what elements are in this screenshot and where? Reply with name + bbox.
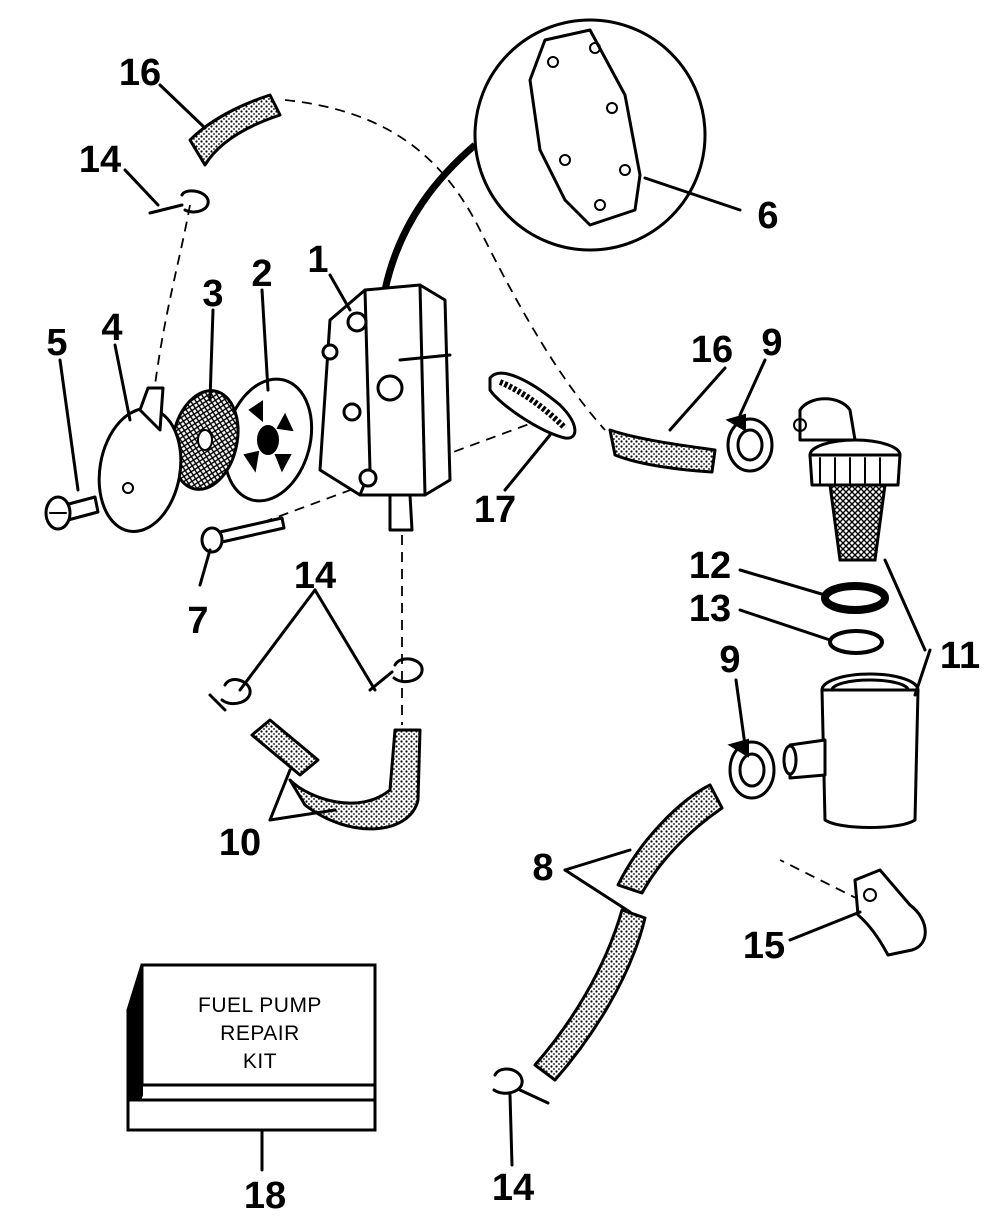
filter-screen <box>170 389 240 491</box>
callout-14-middle: 14 <box>294 555 336 597</box>
fuel-filter-assembly <box>793 397 902 562</box>
callout-9-upper: 9 <box>761 322 782 364</box>
hose-elbow <box>288 728 422 831</box>
callout-14-bottom: 14 <box>492 1167 534 1209</box>
callout-3: 3 <box>202 273 223 315</box>
callout-11: 11 <box>940 635 980 677</box>
seal-ring-12 <box>821 582 889 614</box>
callout-18: 18 <box>244 1175 286 1217</box>
pump-gasket <box>488 371 577 440</box>
filter-bowl <box>782 672 920 829</box>
pump-cover <box>97 386 183 533</box>
hose-straight-short <box>250 718 320 777</box>
leader-lines <box>58 83 932 1172</box>
clip-upper-left <box>148 189 210 215</box>
callout-14-upper: 14 <box>79 139 121 181</box>
callout-16-right: 16 <box>691 329 733 371</box>
o-ring-13 <box>828 629 884 655</box>
callout-5: 5 <box>46 322 67 364</box>
callout-9-lower: 9 <box>719 639 740 681</box>
callout-12: 12 <box>689 545 731 587</box>
kit-label-line-2: REPAIR <box>220 1022 300 1045</box>
callout-2: 2 <box>251 253 272 295</box>
repair-kit-box: FUEL PUMP REPAIR KIT <box>126 963 377 1132</box>
hose-lower-upper <box>616 783 724 895</box>
fuel-pump-body <box>318 283 452 532</box>
callout-10: 10 <box>219 822 261 864</box>
callout-8: 8 <box>532 847 553 889</box>
clip-bottom <box>492 1067 550 1105</box>
clip-middle-b <box>368 657 424 692</box>
hose-right <box>608 428 717 474</box>
callout-1: 1 <box>307 239 328 281</box>
mounting-bolt <box>200 516 286 554</box>
mounting-bracket <box>853 868 927 957</box>
callout-6: 6 <box>757 195 778 237</box>
callout-numbers: 16 14 6 1 2 3 4 5 16 9 17 7 12 13 11 14 … <box>46 52 980 1217</box>
cover-screw <box>44 495 100 531</box>
clamp-upper <box>725 413 774 473</box>
kit-label-line-3: KIT <box>243 1050 277 1073</box>
callout-7: 7 <box>187 600 208 642</box>
callout-4: 4 <box>101 307 122 349</box>
kit-label-line-1: FUEL PUMP <box>198 994 322 1017</box>
callout-17: 17 <box>474 489 516 531</box>
diaphragm-plate <box>222 377 314 503</box>
callout-15: 15 <box>743 925 785 967</box>
clamp-lower <box>727 738 776 800</box>
gasket-detail-circle <box>381 18 707 291</box>
hose-upper-left <box>188 93 282 167</box>
callout-13: 13 <box>689 588 731 630</box>
hose-lower-long <box>533 908 647 1082</box>
callout-16-upper: 16 <box>119 52 161 94</box>
clip-middle-a <box>208 678 252 712</box>
